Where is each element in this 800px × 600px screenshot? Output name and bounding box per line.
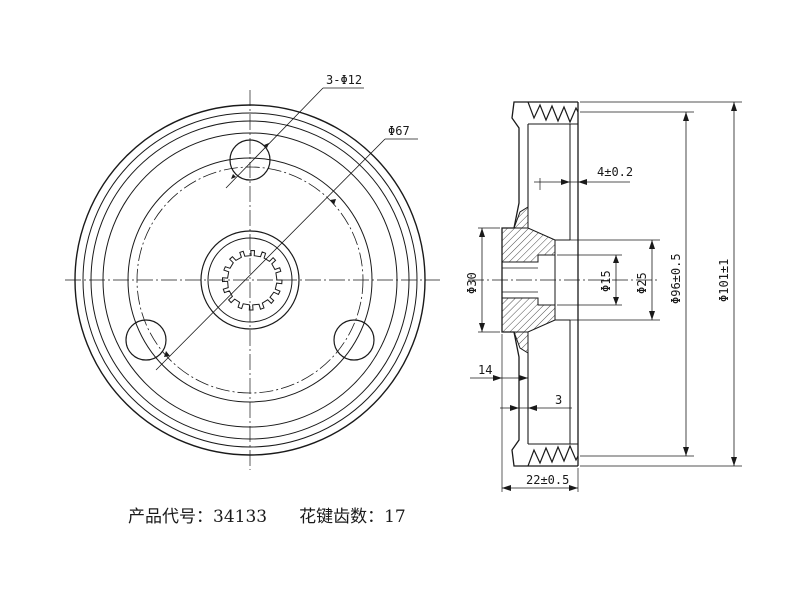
groove-depth-arrow-left xyxy=(561,179,570,185)
groove-dia-label: Φ96±0.5 xyxy=(669,253,683,304)
hub-dia-arrow-top xyxy=(649,240,655,249)
pcd-dim-label: Φ67 xyxy=(388,124,410,138)
pcd-dim-arrow-1 xyxy=(164,351,170,357)
product-code-label: 产品代号： xyxy=(128,507,213,527)
hub-section-upper xyxy=(501,227,556,263)
pcd-dim-leader xyxy=(155,138,386,371)
groove-profile-bottom xyxy=(527,444,579,467)
spline-dia-arrow-top xyxy=(613,255,619,263)
hole-dim-leader xyxy=(225,87,324,189)
bolt-hole-right xyxy=(333,319,375,361)
hub-width-label: 14 xyxy=(478,363,492,377)
bore-dia-label: Φ30 xyxy=(465,272,479,294)
width-arrow-right xyxy=(569,485,578,491)
groove-dia-arrow-top xyxy=(683,112,689,121)
spline-profile xyxy=(222,249,283,311)
rim-outline xyxy=(501,101,528,467)
hub-dia-arrow-bottom xyxy=(649,311,655,320)
bolt-hole-left xyxy=(125,319,167,361)
hub-section-lower xyxy=(501,297,556,333)
outer-dia-arrow-bottom xyxy=(731,457,737,466)
side-view xyxy=(468,101,742,492)
bore-dia-arrow-bottom xyxy=(479,323,485,332)
groove-depth-label: 4±0.2 xyxy=(597,165,633,179)
hole-dim-arrow-1 xyxy=(231,174,236,179)
outer-dia-arrow-top xyxy=(731,102,737,111)
wall-arrow-left xyxy=(510,405,519,411)
groove-profile-top xyxy=(527,101,579,124)
front-view xyxy=(65,87,440,470)
hub-width-arrow-right xyxy=(519,375,528,381)
hole-dim-arrow-2 xyxy=(264,143,269,148)
hub-dia-label: Φ25 xyxy=(635,272,649,294)
width-arrow-left xyxy=(502,485,511,491)
hub-width-arrow-left xyxy=(493,375,502,381)
wall-arrow-right xyxy=(528,405,537,411)
groove-depth-arrow-right xyxy=(578,179,587,185)
groove-dia-arrow-bottom xyxy=(683,447,689,456)
outer-dia-label: Φ101±1 xyxy=(717,259,731,302)
bore-dia-arrow-top xyxy=(479,228,485,237)
product-code-value: 34133 xyxy=(213,507,268,527)
spline-dia-arrow-bottom xyxy=(613,297,619,305)
pcd-dim-arrow-2 xyxy=(330,199,336,205)
footer-specs: 产品代号：34133 花键齿数：17 xyxy=(128,502,406,527)
spline-teeth-value: 17 xyxy=(384,507,406,527)
wall-label: 3 xyxy=(555,393,562,407)
spline-teeth-label: 花键齿数： xyxy=(299,507,385,527)
width-label: 22±0.5 xyxy=(526,473,569,487)
spline-dia-label: Φ15 xyxy=(599,270,613,292)
hole-dim-label: 3-Φ12 xyxy=(326,73,362,87)
